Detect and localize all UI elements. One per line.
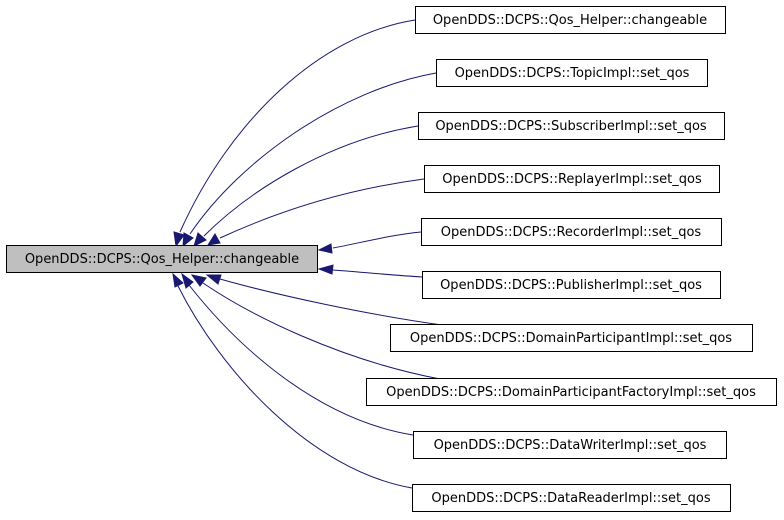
edge-c3-root	[219, 178, 425, 239]
caller-node-box	[366, 378, 777, 406]
caller-node[interactable]: OpenDDS::DCPS::DataReaderImpl::set_qos	[412, 484, 731, 512]
edge-c0-root	[179, 19, 416, 233]
edge-c9-root	[177, 285, 413, 489]
edge-c7-root	[202, 282, 441, 380]
caller-node[interactable]: OpenDDS::DCPS::RecorderImpl::set_qos	[421, 218, 722, 246]
caller-node-label: OpenDDS::DCPS::TopicImpl::set_qos	[455, 66, 690, 81]
arrowhead-c2	[193, 232, 207, 247]
caller-node-box	[415, 6, 726, 34]
caller-node[interactable]: OpenDDS::DCPS::DataWriterImpl::set_qos	[413, 431, 727, 459]
caller-node-label: OpenDDS::DCPS::DomainParticipantFactoryI…	[386, 385, 756, 400]
caller-node-label: OpenDDS::DCPS::RecorderImpl::set_qos	[441, 225, 702, 240]
caller-node[interactable]: OpenDDS::DCPS::DomainParticipantFactoryI…	[366, 378, 777, 406]
arrowhead-c7	[190, 274, 207, 287]
arrowhead-c4	[317, 243, 333, 254]
caller-node[interactable]: OpenDDS::DCPS::Qos_Helper::changeable	[415, 6, 726, 34]
edge-c1-root	[189, 72, 437, 235]
caller-node-box	[424, 165, 720, 193]
caller-node-label: OpenDDS::DCPS::DataReaderImpl::set_qos	[431, 491, 710, 506]
edge-c6-root	[219, 278, 443, 326]
caller-node-box	[390, 324, 753, 352]
edge-c5-root	[332, 269, 423, 278]
root-node-box	[6, 245, 318, 273]
caller-node[interactable]: OpenDDS::DCPS::SubscriberImpl::set_qos	[418, 112, 725, 140]
arrowhead-c0	[173, 231, 185, 248]
arrowhead-c8	[181, 272, 194, 289]
caller-node[interactable]: OpenDDS::DCPS::TopicImpl::set_qos	[436, 59, 708, 87]
edge-c2-root	[203, 125, 419, 237]
edges	[172, 19, 443, 489]
edge-c8-root	[188, 284, 414, 436]
caller-node-box	[422, 271, 721, 299]
caller-node-label: OpenDDS::DCPS::PublisherImpl::set_qos	[440, 278, 702, 293]
caller-node-box	[418, 112, 725, 140]
caller-node[interactable]: OpenDDS::DCPS::DomainParticipantImpl::se…	[390, 324, 753, 352]
edge-c4-root	[332, 231, 422, 249]
arrowhead-c1	[182, 232, 194, 248]
caller-node-label: OpenDDS::DCPS::DataWriterImpl::set_qos	[434, 438, 707, 453]
arrowhead-c9	[172, 272, 184, 288]
caller-node-label: OpenDDS::DCPS::Qos_Helper::changeable	[433, 13, 707, 28]
root-node-label: OpenDDS::DCPS::Qos_Helper::changeable	[25, 252, 299, 267]
caller-node-box	[421, 218, 722, 246]
arrowhead-c5	[317, 264, 334, 275]
caller-node-label: OpenDDS::DCPS::DomainParticipantImpl::se…	[410, 331, 732, 346]
caller-node-label: OpenDDS::DCPS::ReplayerImpl::set_qos	[442, 172, 702, 187]
arrowhead-c3	[206, 233, 221, 246]
caller-node-box	[413, 431, 727, 459]
arrowhead-c6	[205, 274, 222, 285]
caller-node-label: OpenDDS::DCPS::SubscriberImpl::set_qos	[435, 119, 707, 134]
caller-node[interactable]: OpenDDS::DCPS::PublisherImpl::set_qos	[422, 271, 721, 299]
caller-node-box	[412, 484, 731, 512]
root-node[interactable]: OpenDDS::DCPS::Qos_Helper::changeable	[6, 245, 318, 273]
caller-node-box	[436, 59, 708, 87]
caller-node[interactable]: OpenDDS::DCPS::ReplayerImpl::set_qos	[424, 165, 720, 193]
